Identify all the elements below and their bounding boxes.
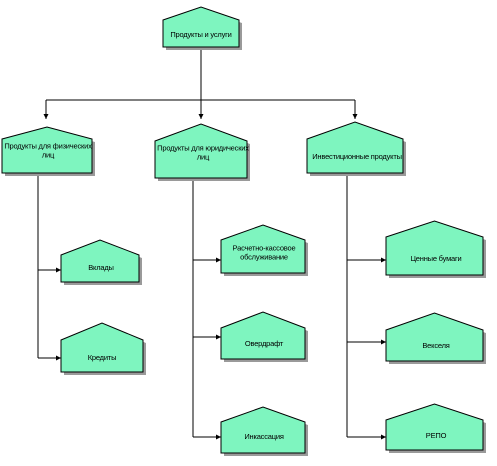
node-label-repo-line-1: РЕПО: [426, 431, 447, 440]
node-label-securities-line-1: Ценные бумаги: [410, 254, 461, 263]
node-label-individuals-line-1: Продукты для физических: [4, 141, 92, 150]
node-shape: [385, 220, 484, 276]
node-shape: [162, 6, 240, 48]
node-investment[interactable]: Инвестиционные продукты: [306, 121, 406, 176]
node-label-cash-service-line-2: обслуживание: [240, 252, 288, 261]
node-shape: [60, 239, 140, 283]
node-shape: [220, 224, 306, 274]
node-shape: [220, 406, 306, 454]
node-bills[interactable]: Векселя: [385, 312, 486, 364]
node-shape: [60, 322, 144, 373]
node-label-individuals-line-2: лиц: [42, 150, 55, 159]
node-label-bills-line-1: Векселя: [422, 341, 449, 350]
node-deposits[interactable]: Вклады: [60, 239, 142, 285]
node-label-overdraft-line-1: Овердрафт: [245, 339, 284, 348]
node-label-root-line-1: Продукты и услуги: [170, 30, 231, 39]
node-shape: [385, 403, 484, 451]
node-credits[interactable]: Кредиты: [60, 322, 146, 375]
node-shape: [385, 312, 484, 362]
node-label-legal-line-2: лиц: [197, 152, 210, 161]
node-overdraft[interactable]: Овердрафт: [220, 311, 308, 362]
node-shape: [1, 126, 93, 174]
node-shape: [154, 123, 248, 179]
node-root[interactable]: Продукты и услуги: [162, 6, 242, 50]
connectors: [37, 47, 386, 440]
node-shape: [306, 121, 404, 174]
node-label-collection-line-1: Инкассация: [244, 432, 284, 441]
node-repo[interactable]: РЕПО: [385, 403, 486, 453]
node-label-credits-line-1: Кредиты: [88, 353, 117, 362]
node-label-cash-service-line-1: Расчетно-кассовое: [233, 243, 296, 252]
node-collection[interactable]: Инкассация: [220, 406, 308, 456]
node-shape: [220, 311, 306, 360]
node-label-legal-line-1: Продукты для юридических: [157, 143, 249, 152]
node-securities[interactable]: Ценные бумаги: [385, 220, 486, 278]
node-label-deposits-line-1: Вклады: [88, 263, 113, 272]
node-label-investment-line-1: Инвестиционные продукты: [312, 152, 402, 161]
